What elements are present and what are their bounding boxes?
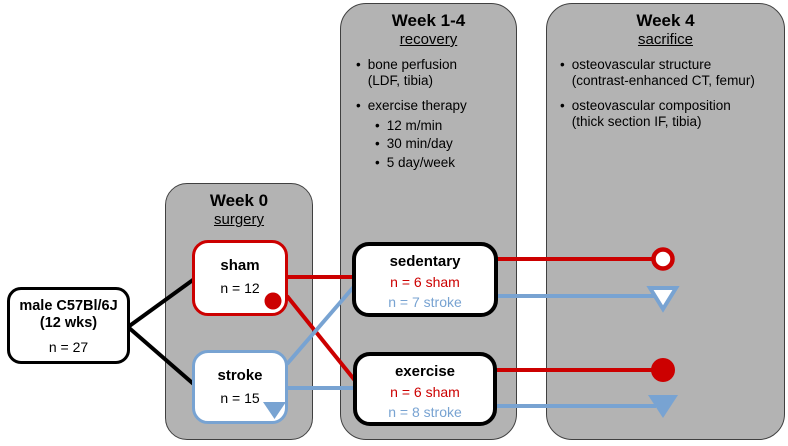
bullet-line: (contrast-enhanced CT, femur) [571,72,755,88]
sub-bullet-frequency: 5 day/week [375,155,510,171]
panel-week4-bullets: osteovascular structure (contrast-enhanc… [560,57,778,129]
panel-week0-title: Week 0 [209,191,269,210]
stroke-n: n = 15 [220,390,260,406]
panel-week14-title: Week 1-4 [391,11,466,30]
sub-bullet-speed: 12 m/min [375,118,510,134]
bullet-text: osteovascular structure (contrast-enhanc… [572,57,755,88]
bullet-text: 5 day/week [386,154,456,170]
panel-week4: Week 4 sacrifice osteovascular structure… [546,3,785,440]
bullet-text: 12 m/min [386,117,443,133]
cohort-strain: male C57Bl/6J [19,298,118,314]
panel-week4-title: Week 4 [636,11,695,30]
sham-n: n = 12 [220,280,260,296]
sham-group-box: sham n = 12 [192,240,288,316]
cohort-n: n = 27 [48,339,89,355]
cohort-age: (12 wks) [39,315,98,331]
panel-week14-bullets: bone perfusion (LDF, tibia) exercise the… [356,57,510,170]
exercise-n-stroke: n = 8 stroke [388,404,462,420]
sham-label: sham [220,257,260,274]
stroke-group-box: stroke n = 15 [192,350,288,424]
panel-week4-subtitle: sacrifice [637,31,693,48]
bullet-bone-perfusion: bone perfusion (LDF, tibia) [356,57,510,88]
exercise-label: exercise [394,363,456,380]
bullet-line: osteovascular structure [571,57,712,72]
sedentary-n-sham: n = 6 sham [390,274,460,290]
sedentary-n-stroke: n = 7 stroke [388,294,462,310]
panel-week14-subtitle: recovery [399,31,458,48]
sedentary-arm-box: sedentary n = 6 sham n = 7 stroke [352,242,498,317]
panel-week0-subtitle: surgery [213,211,265,228]
sedentary-label: sedentary [389,253,461,270]
bullet-text: osteovascular composition (thick section… [572,98,731,129]
sub-bullet-duration: 30 min/day [375,136,510,152]
bullet-line: (LDF, tibia) [367,72,433,88]
stroke-label: stroke [217,367,263,384]
bullet-osteovascular-composition: osteovascular composition (thick section… [560,98,778,129]
bullet-osteovascular-structure: osteovascular structure (contrast-enhanc… [560,57,778,88]
exercise-n-sham: n = 6 sham [390,384,460,400]
bullet-text: bone perfusion (LDF, tibia) [368,57,457,88]
bullet-line: osteovascular composition [571,98,731,113]
bullet-text: 30 min/day [386,136,453,151]
bullet-text: exercise therapy [367,98,467,113]
exercise-therapy-details: 12 m/min 30 min/day 5 day/week [375,118,510,171]
exercise-arm-box: exercise n = 6 sham n = 8 stroke [353,352,497,426]
cohort-box: male C57Bl/6J (12 wks) n = 27 [7,287,130,364]
bullet-exercise-therapy: exercise therapy [356,98,510,114]
bullet-line: bone perfusion [367,57,458,72]
bullet-line: (thick section IF, tibia) [571,113,702,129]
